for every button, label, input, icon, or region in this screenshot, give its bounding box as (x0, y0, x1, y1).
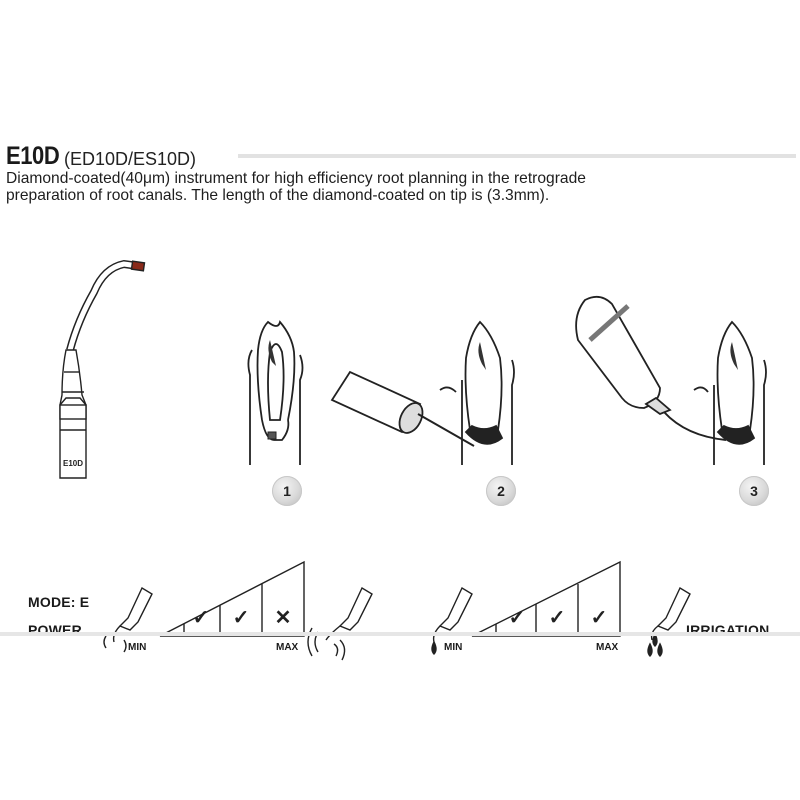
irrigation-mark-1: ✓ (509, 607, 526, 629)
handpiece-high-irrigation-icon (647, 587, 691, 657)
bottom-divider (0, 632, 800, 636)
power-mark-1: ✓ (193, 607, 210, 629)
irrigation-max-label: MAX (596, 642, 619, 653)
step-badge-1: 1 (272, 476, 302, 506)
description: Diamond-coated(40μm) instrument for high… (6, 170, 796, 204)
irrigation-mark-2: ✓ (549, 607, 566, 629)
irrigation-scale-marks: ✓ ✓ ✓ (509, 607, 608, 629)
scaler-tip-illustration: E10D (59, 259, 146, 479)
step-3-handpiece (575, 295, 727, 441)
power-max-label: MAX (276, 642, 299, 653)
power-mark-2: ✓ (233, 607, 250, 629)
handpiece-high-power-icon (307, 587, 373, 661)
handpiece-low-irrigation-icon (431, 587, 473, 655)
step-2-handpiece (330, 370, 475, 447)
step-1-tooth (247, 320, 304, 465)
description-line-2: preparation of root canals. The length o… (6, 187, 550, 204)
step-badge-3: 3 (739, 476, 769, 506)
step-2-tooth (439, 320, 515, 465)
model-name: E10D (6, 142, 60, 170)
irrigation-min-label: MIN (444, 642, 463, 653)
power-scale-marks: ✓ ✓ ✕ (193, 607, 292, 629)
tip-engraving: E10D (63, 459, 83, 468)
title-divider (238, 154, 796, 158)
power-mark-3: ✕ (275, 607, 292, 629)
title-row: E10D (ED10D/ES10D) (6, 142, 796, 170)
power-min-label: MIN (128, 642, 147, 653)
mode-label: MODE: E (28, 594, 90, 610)
description-line-1: Diamond-coated(40μm) instrument for high… (6, 170, 586, 187)
step-3-tooth (693, 320, 767, 465)
model-variants: (ED10D/ES10D) (64, 149, 197, 169)
irrigation-mark-3: ✓ (591, 607, 608, 629)
step-badge-2: 2 (486, 476, 516, 506)
